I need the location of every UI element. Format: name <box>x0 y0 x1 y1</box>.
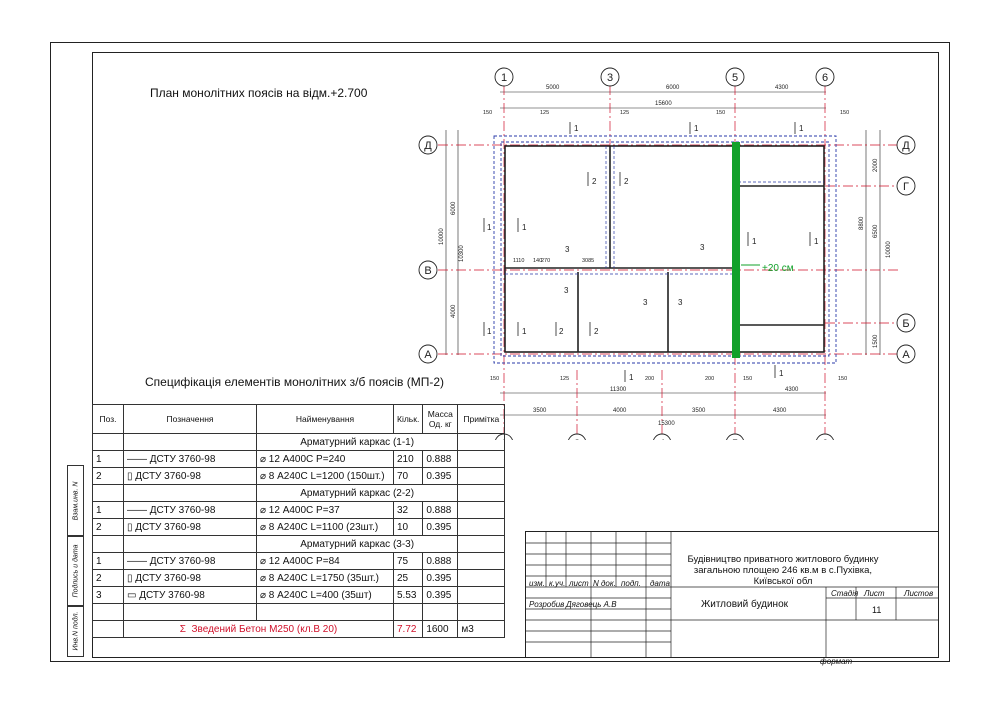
axis-left-A: А <box>424 349 432 361</box>
svg-text:150: 150 <box>840 110 849 116</box>
svg-text:200: 200 <box>705 376 714 382</box>
svg-text:4000: 4000 <box>451 304 457 318</box>
svg-text:5000: 5000 <box>546 85 560 91</box>
svg-text:1: 1 <box>574 124 579 133</box>
svg-text:150: 150 <box>483 110 492 116</box>
role-label: Розробив <box>529 600 565 609</box>
svg-text:1110: 1110 <box>513 258 524 264</box>
project-title: Будівництво приватного житлового будинку… <box>687 554 879 587</box>
author: Дяговець А.В <box>566 600 617 609</box>
svg-text:10000: 10000 <box>886 241 892 258</box>
svg-text:2: 2 <box>592 177 597 186</box>
svg-text:200: 200 <box>645 376 654 382</box>
table-total-row: Σ Зведений Бетон М250 (кл.В 20) 7.72 160… <box>92 620 506 638</box>
svg-text:125: 125 <box>540 110 549 116</box>
svg-text:1500: 1500 <box>873 334 879 348</box>
svg-text:1: 1 <box>814 237 819 246</box>
svg-text:150: 150 <box>838 376 847 382</box>
axis-right-B: Б <box>902 318 909 330</box>
svg-text:3: 3 <box>678 298 683 307</box>
svg-text:125: 125 <box>560 376 569 382</box>
svg-text:3085: 3085 <box>582 258 594 264</box>
axis-right-D: Д <box>902 140 910 152</box>
axis-top-5: 5 <box>732 72 738 84</box>
svg-text:1: 1 <box>487 223 492 232</box>
axis-bottom-6: 6 <box>822 438 828 440</box>
axis-right-G: Г <box>903 181 909 193</box>
plan-title: План монолітних поясів на відм.+2.700 <box>150 86 368 100</box>
axis-bottom-5: 5 <box>732 438 738 440</box>
svg-text:1: 1 <box>522 327 527 336</box>
axis-top-6: 6 <box>822 72 828 84</box>
height-annotation: +20 см <box>762 263 794 274</box>
svg-text:3: 3 <box>643 298 648 307</box>
svg-text:3500: 3500 <box>692 408 706 414</box>
table-row: 3▭ ДСТУ 3760-98⌀ 8 А240С L=400 (35шт)5.5… <box>92 586 506 604</box>
svg-text:15300: 15300 <box>658 421 675 427</box>
svg-text:2: 2 <box>624 177 629 186</box>
svg-text:3500: 3500 <box>533 408 547 414</box>
svg-text:270: 270 <box>541 258 550 264</box>
side-label-2: Подпись и дата <box>67 535 84 607</box>
side-label-1: Взам.инв. N <box>67 465 84 537</box>
side-label-3: Инв.N подл. <box>67 605 84 657</box>
axis-left-V: В <box>424 265 431 277</box>
svg-text:2: 2 <box>594 327 599 336</box>
format-label: формат <box>820 657 853 666</box>
table-row: 2▯ ДСТУ 3760-98⌀ 8 А240С L=1750 (35шт.)2… <box>92 569 506 587</box>
outer-frame <box>50 42 950 662</box>
svg-text:6000: 6000 <box>666 85 680 91</box>
svg-text:3: 3 <box>565 245 570 254</box>
svg-text:2: 2 <box>559 327 564 336</box>
svg-text:15600: 15600 <box>655 101 672 107</box>
svg-text:6000: 6000 <box>451 201 457 215</box>
svg-text:1: 1 <box>487 327 492 336</box>
axis-bottom-2: 2 <box>574 438 580 440</box>
svg-text:1: 1 <box>799 124 804 133</box>
axis-left-D: Д <box>424 140 432 152</box>
axis-right-A: А <box>902 349 910 361</box>
title-block: изм. к.уч. лист N док. подп. дата Розроб… <box>525 531 939 658</box>
object-name: Житловий будинок <box>701 599 789 610</box>
svg-text:2000: 2000 <box>873 158 879 172</box>
table-header: Поз. Позначення Найменування Кільк. Масс… <box>92 404 506 434</box>
svg-text:4300: 4300 <box>785 387 799 393</box>
axis-bottom-4: 4 <box>659 438 665 440</box>
svg-text:1: 1 <box>752 237 757 246</box>
svg-text:10300: 10300 <box>459 245 465 262</box>
table-row: 2▯ ДСТУ 3760-98⌀ 8 А240С L=1200 (150шт.)… <box>92 467 506 485</box>
svg-text:4300: 4300 <box>773 408 787 414</box>
svg-text:11300: 11300 <box>610 387 627 393</box>
drawing-frame <box>92 52 939 658</box>
svg-text:150: 150 <box>490 376 499 382</box>
svg-text:4300: 4300 <box>775 85 789 91</box>
top-dims: 5000 6000 4300 15600 3500 4000 3500 4300… <box>533 85 799 427</box>
spec-title: Специфікація елементів монолітних з/б по… <box>145 375 445 389</box>
table-row: 2▯ ДСТУ 3760-98⌀ 8 А240С L=1100 (23шт.)1… <box>92 518 506 536</box>
sheet-number: 11 <box>872 605 882 615</box>
svg-text:125: 125 <box>620 110 629 116</box>
svg-text:10000: 10000 <box>439 228 445 245</box>
svg-text:3: 3 <box>700 243 705 252</box>
svg-text:8800: 8800 <box>859 216 865 230</box>
axis-top-1: 1 <box>501 72 507 84</box>
svg-text:6500: 6500 <box>873 224 879 238</box>
svg-text:1: 1 <box>694 124 699 133</box>
specification-table: Поз. Позначення Найменування Кільк. Масс… <box>92 404 506 638</box>
svg-text:4000: 4000 <box>613 408 627 414</box>
svg-text:150: 150 <box>716 110 725 116</box>
svg-text:1: 1 <box>629 373 634 382</box>
svg-text:150: 150 <box>743 376 752 382</box>
svg-text:1: 1 <box>522 223 527 232</box>
svg-text:140: 140 <box>533 258 542 264</box>
svg-text:3: 3 <box>564 286 569 295</box>
axis-top-3: 3 <box>607 72 613 84</box>
svg-text:1: 1 <box>779 369 784 378</box>
